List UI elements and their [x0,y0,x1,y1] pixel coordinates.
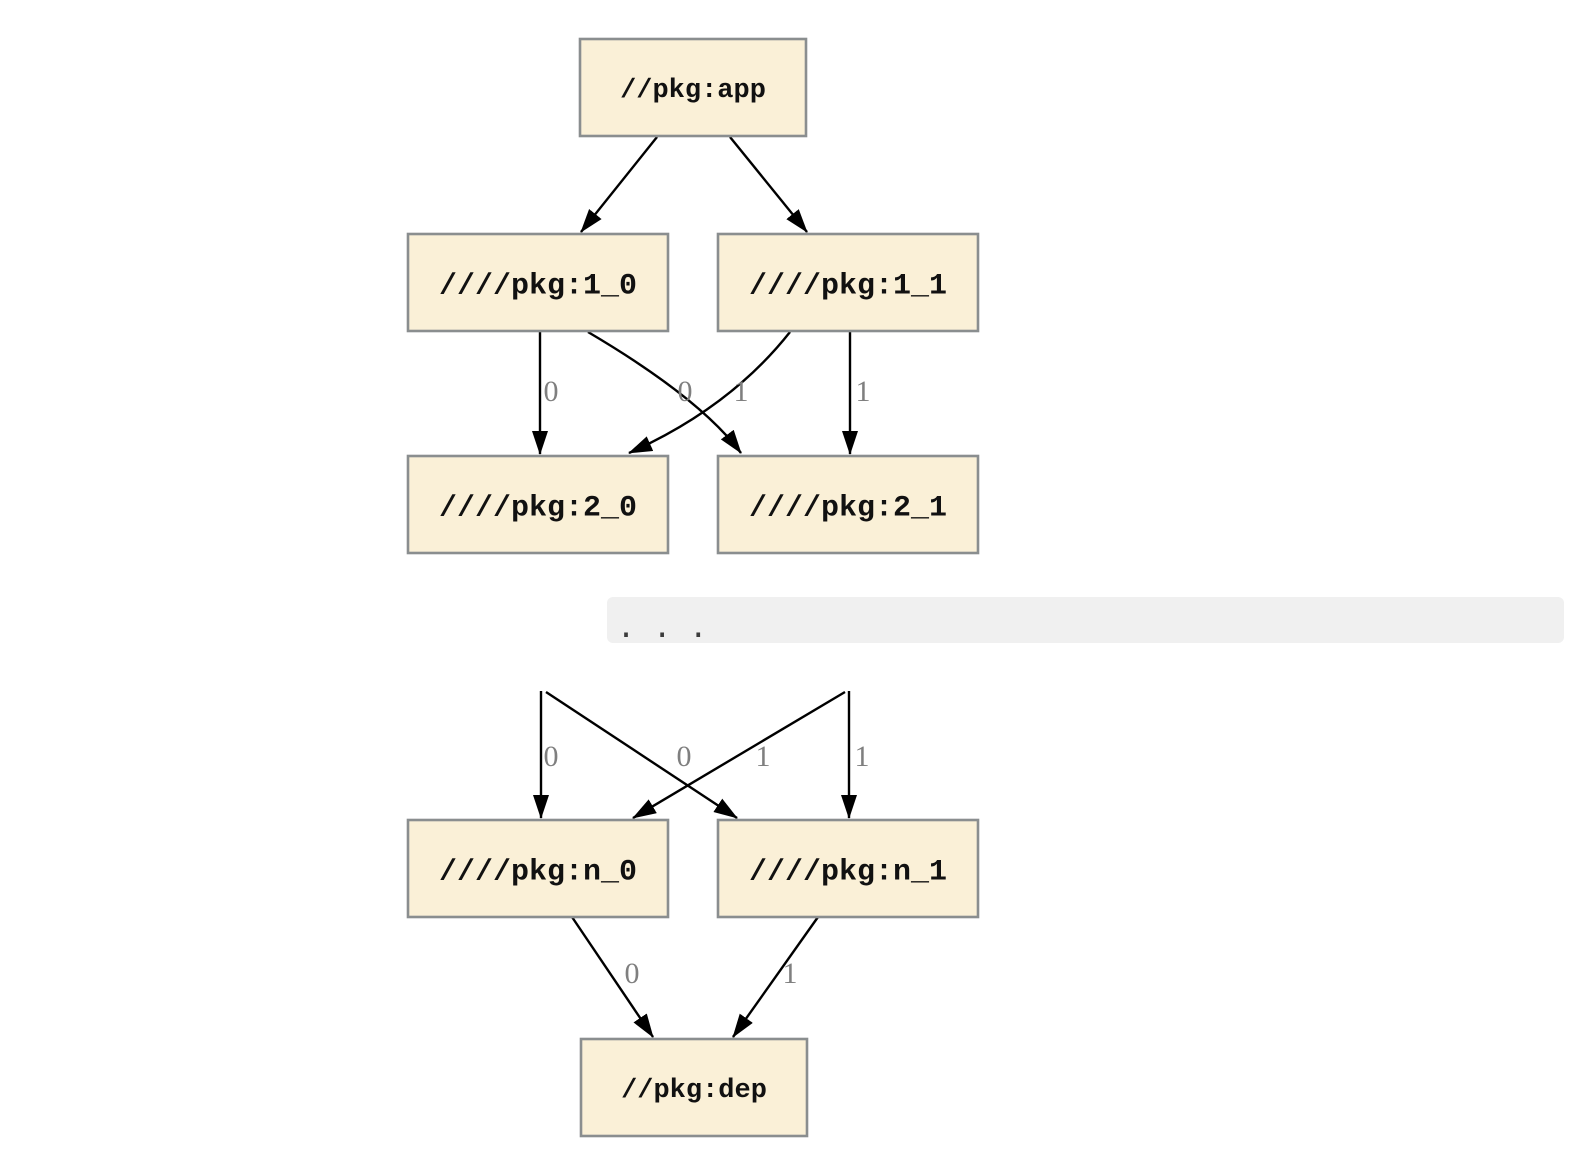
node-label: ////pkg:n_0 [439,855,637,889]
node-label: ////pkg:2_1 [749,491,947,525]
edge-app-to-pkg1-1 [729,136,808,233]
edge-label: 0 [678,375,693,408]
node-box [578,37,808,138]
edge-pkg1-0-to-pkg2-1-0 [587,330,742,454]
ellipsis-band [607,597,1564,643]
node-box [406,818,670,919]
edge-label: 1 [734,375,749,408]
edge-label: 0 [544,375,559,408]
node-app: //pkg:app [578,37,808,138]
node-box [716,818,980,919]
node-box [406,454,670,555]
edge-label: 0 [625,957,640,990]
node-label: //pkg:dep [621,1076,767,1106]
node-label: ////pkg:1_0 [439,269,637,303]
node-label: //pkg:app [620,76,766,106]
edge-pkgn-0-to-dep-0 [571,916,654,1038]
node-box [406,232,670,333]
node-pkgn-0: ////pkg:n_0 [406,818,670,919]
edge-label: 1 [855,740,870,773]
node-pkg1-1: ////pkg:1_1 [716,232,980,333]
edge-pkgn-1-to-dep-1 [732,916,819,1038]
node-pkg1-0: ////pkg:1_0 [406,232,670,333]
edge-ellipsis-to-pkgn-0-1 [632,690,846,820]
node-label: ////pkg:1_1 [749,269,947,303]
edge-label: 0 [544,740,559,773]
edge-label: 1 [756,740,771,773]
edge-label: 1 [783,957,798,990]
edge-app-to-pkg1-0 [580,136,658,233]
node-label: ////pkg:n_1 [749,855,947,889]
edge-ellipsis-to-pkgn-1-0 [545,690,738,820]
node-pkg2-1: ////pkg:2_1 [716,454,980,555]
node-box [716,454,980,555]
node-dep: //pkg:dep [579,1037,809,1138]
edge-label: 0 [677,740,692,773]
node-box [579,1037,809,1138]
edge-label: 1 [856,375,871,408]
ellipsis-text: . . . [617,610,707,645]
node-label: ////pkg:2_0 [439,491,637,525]
node-pkgn-1: ////pkg:n_1 [716,818,980,919]
edge-pkg1-1-to-pkg2-0-1 [628,331,791,455]
node-pkg2-0: ////pkg:2_0 [406,454,670,555]
node-box [716,232,980,333]
